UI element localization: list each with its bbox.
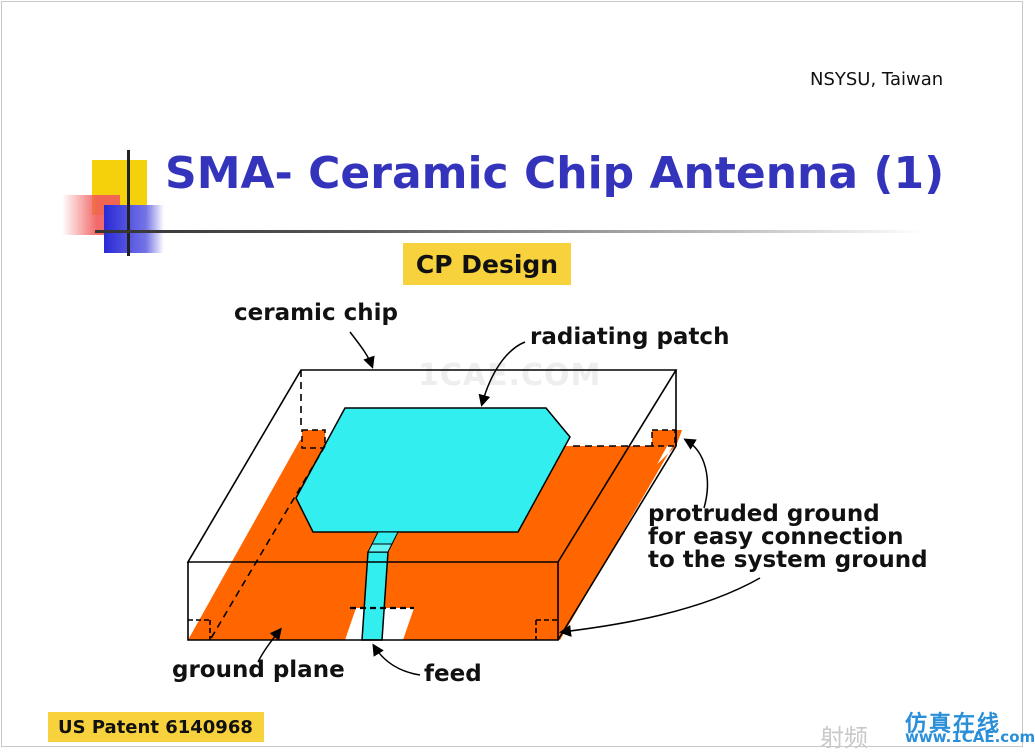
arrow-protruded-ground [683,438,709,509]
arrow-ground-plane [257,627,282,663]
radiating-patch-shape [295,407,571,533]
affiliation-text: NSYSU, Taiwan [810,69,944,90]
label-protruded-ground-2: for easy connection [648,524,904,550]
patent-badge: US Patent 6140968 [48,712,264,742]
site-url: www.1CAE.com [905,728,1035,746]
ceramic-chip-outline [186,369,678,641]
source-watermark: 射频 [820,724,868,752]
arrow-feed [372,643,421,676]
label-protruded-ground-3: to the system ground [648,547,928,573]
cp-design-badge: CP Design [403,243,571,285]
protruded-ground-tab-right [651,429,676,447]
title-underline [95,230,925,233]
label-ceramic-chip: ceramic chip [234,300,398,326]
slide-frame [1,1,1023,747]
label-protruded-ground-1: protruded ground [648,501,880,527]
feed-strip-side [367,543,393,553]
watermark-text: 1CAE.COM [418,358,602,393]
arrow-ceramic-chip [349,331,375,369]
label-radiating-patch: radiating patch [530,324,730,350]
decor-blue-square [104,205,164,253]
slide-title: SMA- Ceramic Chip Antenna (1) [165,148,945,199]
label-feed: feed [424,661,482,687]
arrow-system-ground [559,577,761,637]
arrow-radiating-patch [478,341,526,407]
decor-vertical-line [127,150,130,256]
protruded-ground-tab-left [301,429,326,449]
label-ground-plane: ground plane [172,657,345,683]
site-logo-text: 仿真在线 [905,712,1002,737]
